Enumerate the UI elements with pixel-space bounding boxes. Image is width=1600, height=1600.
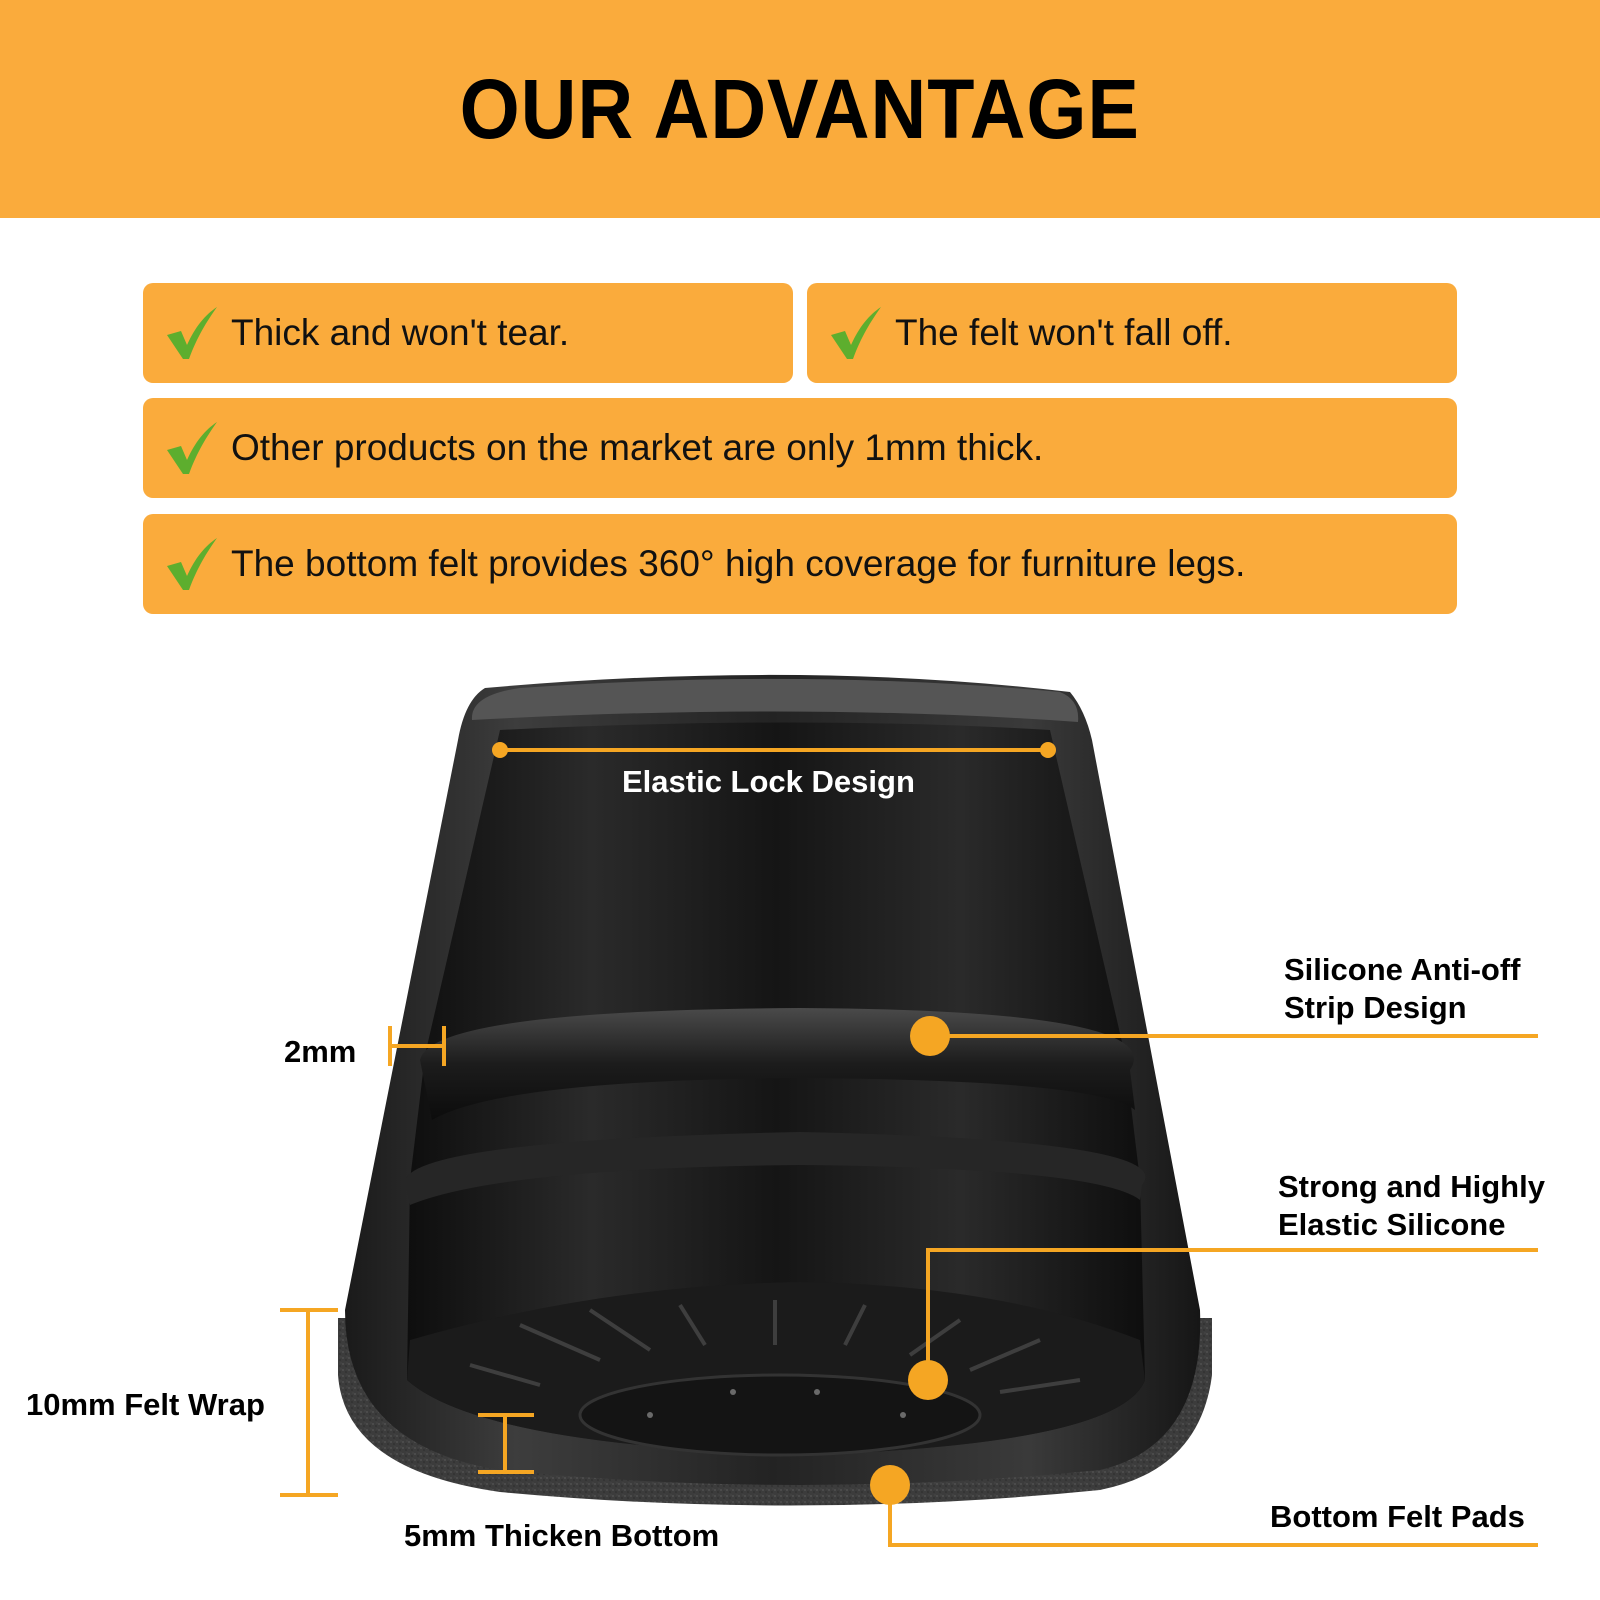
label-elastic-silicone-line1: Strong and Highly — [1278, 1169, 1545, 1204]
feature-felt-stays: The felt won't fall off. — [807, 283, 1457, 383]
top-rim — [471, 678, 1079, 722]
feature-market-compare: Other products on the market are only 1m… — [143, 398, 1457, 498]
feature-text: Thick and won't tear. — [231, 312, 570, 353]
label-bottom-felt: Bottom Felt Pads — [1270, 1499, 1525, 1534]
feature-text: The bottom felt provides 360° high cover… — [231, 543, 1246, 584]
label-elastic-lock: Elastic Lock Design — [622, 764, 915, 799]
check-icon — [831, 307, 881, 359]
feature-text: The felt won't fall off. — [895, 312, 1233, 353]
label-felt-wrap: 10mm Felt Wrap — [26, 1387, 265, 1422]
inner-cavity — [407, 722, 1145, 1455]
feature-thick: Thick and won't tear. — [143, 283, 793, 383]
header-banner: OUR ADVANTAGE — [0, 0, 1600, 218]
label-silicone-strip-line2: Strip Design — [1284, 990, 1467, 1025]
label-silicone-strip-line1: Silicone Anti-off — [1284, 952, 1521, 987]
product-cross-section — [280, 674, 1538, 1547]
check-icon — [167, 307, 217, 359]
label-thicken-bottom: 5mm Thicken Bottom — [404, 1518, 720, 1553]
feature-text: Other products on the market are only 1m… — [231, 427, 1044, 468]
check-icon — [167, 538, 217, 590]
check-icon — [167, 422, 217, 474]
page-title: OUR ADVANTAGE — [459, 61, 1141, 156]
label-2mm: 2mm — [284, 1034, 357, 1069]
label-elastic-silicone-line2: Elastic Silicone — [1278, 1207, 1506, 1242]
feature-coverage: The bottom felt provides 360° high cover… — [143, 514, 1457, 614]
inner-shelf — [405, 1132, 1146, 1205]
